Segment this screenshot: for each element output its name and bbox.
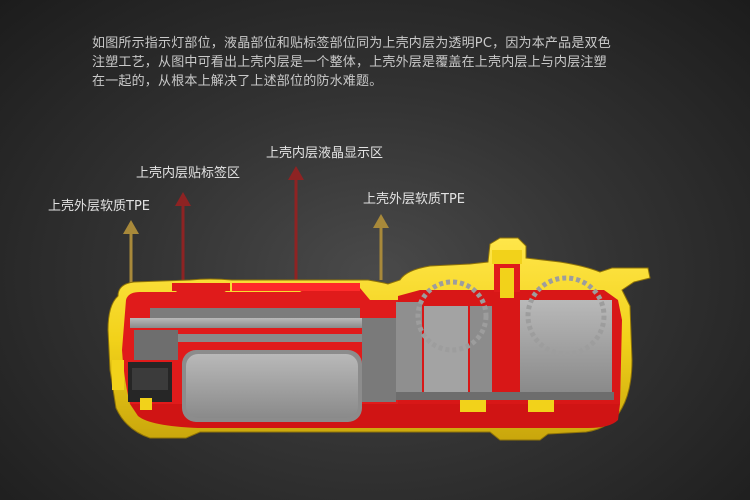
arrow-lcd-area bbox=[288, 166, 304, 290]
label-outer-right: 上壳外层软质TPE bbox=[363, 192, 465, 207]
arrow-outer-right bbox=[373, 214, 389, 280]
internal-components bbox=[128, 250, 614, 422]
arrow-outer-left bbox=[123, 220, 139, 292]
label-lcd-area: 上壳内层液晶显示区 bbox=[266, 146, 384, 161]
description-line-2: 注塑工艺，从图中可看出上壳内层是一个整体，上壳外层是覆盖在上壳内层上与内层注塑 bbox=[92, 55, 607, 70]
description-line-1: 如图所示指示灯部位，液晶部位和贴标签部位同为上壳内层为透明PC，因为本产品是双色 bbox=[92, 36, 611, 51]
description-text: 如图所示指示灯部位，液晶部位和贴标签部位同为上壳内层为透明PC，因为本产品是双色… bbox=[92, 34, 692, 91]
description-line-3: 在一起的，从根本上解决了上述部位的防水难题。 bbox=[92, 74, 383, 89]
arrow-sticker-area bbox=[175, 192, 191, 290]
label-sticker-area: 上壳内层贴标签区 bbox=[136, 166, 241, 181]
label-outer-left: 上壳外层软质TPE bbox=[48, 199, 150, 214]
